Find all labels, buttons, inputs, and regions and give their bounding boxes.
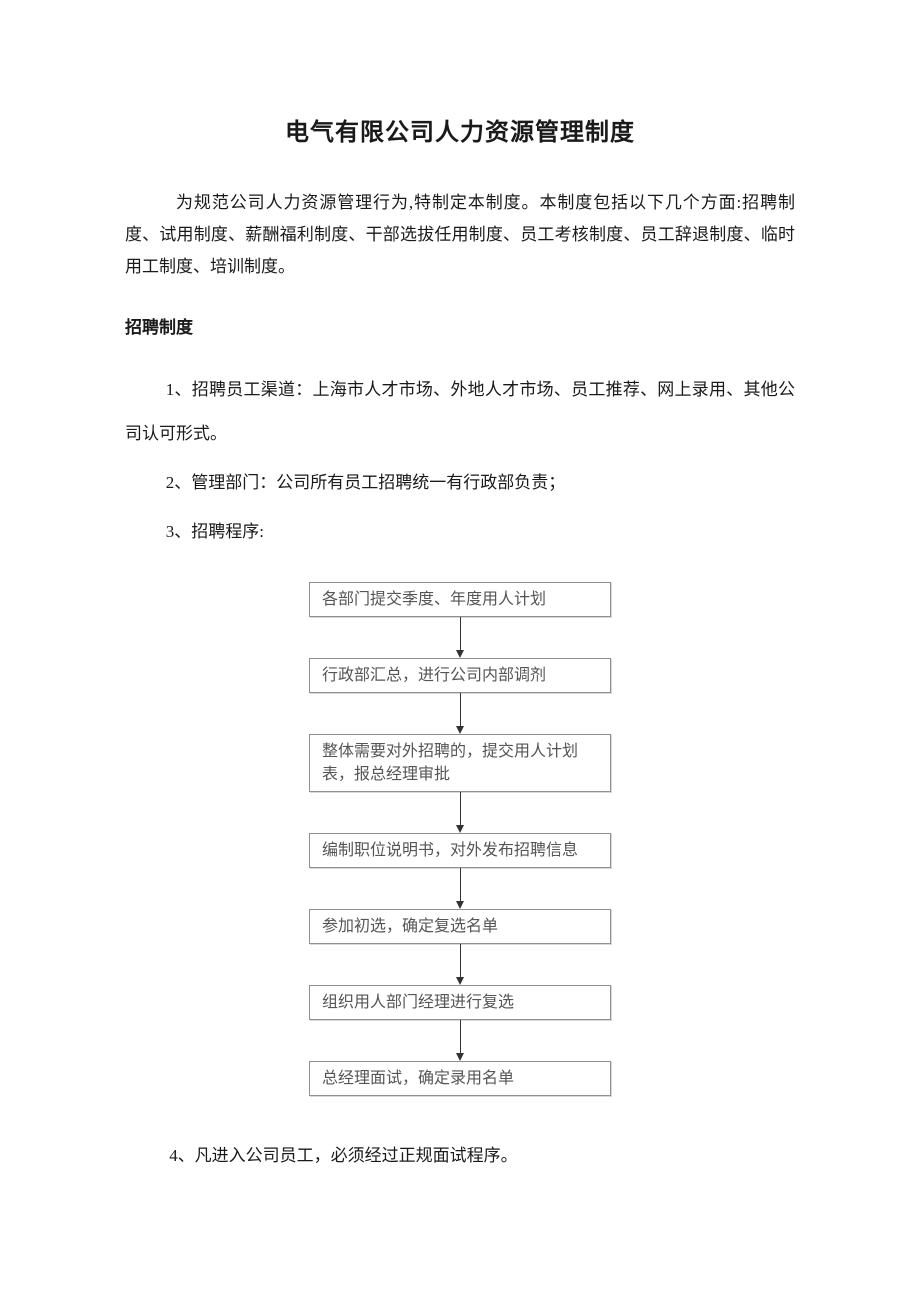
flow-step-1: 各部门提交季度、年度用人计划 (309, 582, 611, 617)
recruitment-flowchart: 各部门提交季度、年度用人计划 行政部汇总，进行公司内部调剂 整体需要对外招聘的，… (125, 582, 795, 1096)
intro-paragraph: 为规范公司人力资源管理行为,特制定本制度。本制度包括以下几个方面:招聘制度、试用… (125, 193, 795, 276)
list-item-3: 3、招聘程序: (165, 522, 265, 541)
flow-arrow-icon (456, 944, 464, 985)
list-item-2: 2、管理部门：公司所有员工招聘统一有行政部负责； (165, 473, 566, 492)
list-item-1: 1、招聘员工渠道：上海市人才市场、外地人才市场、员工推荐、网上录用、其他公司认可… (125, 380, 795, 443)
flow-step-5: 参加初选，确定复选名单 (309, 909, 611, 944)
flow-arrow-icon (456, 792, 464, 833)
flow-arrow-icon (456, 868, 464, 909)
flow-step-7: 总经理面试，确定录用名单 (309, 1061, 611, 1096)
section-heading-recruitment: 招聘制度 (125, 318, 193, 337)
flow-arrow-icon (456, 1020, 464, 1061)
list-item-4: 4、凡进入公司员工，必须经过正规面试程序。 (169, 1146, 518, 1165)
flow-arrow-icon (456, 693, 464, 734)
flow-step-4: 编制职位说明书，对外发布招聘信息 (309, 833, 611, 868)
flow-step-3: 整体需要对外招聘的，提交用人计划表，报总经理审批 (309, 734, 611, 792)
document-title: 电气有限公司人力资源管理制度 (285, 119, 635, 146)
flow-arrow-icon (456, 617, 464, 658)
flow-step-2: 行政部汇总，进行公司内部调剂 (309, 658, 611, 693)
flow-step-6: 组织用人部门经理进行复选 (309, 985, 611, 1020)
